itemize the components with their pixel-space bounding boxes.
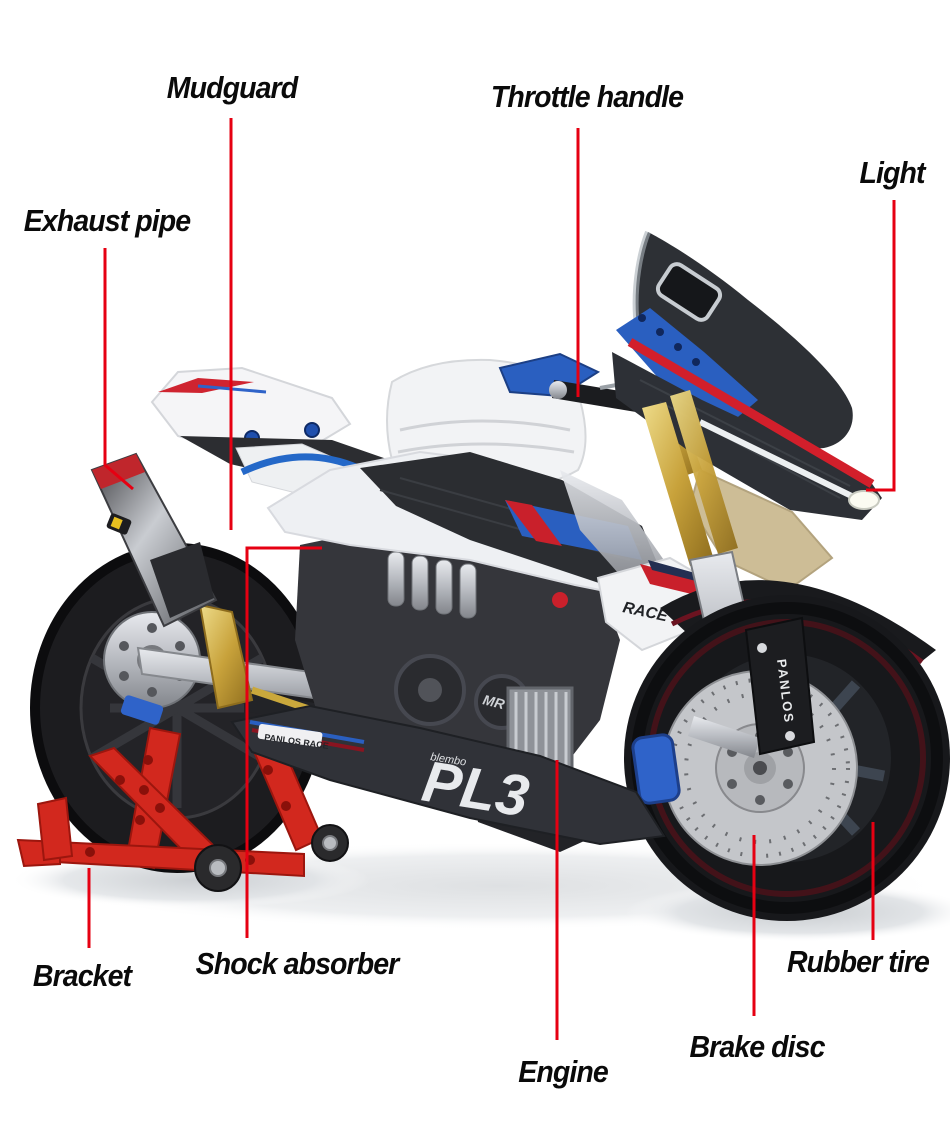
callout-line-shock-absorber: [245, 546, 322, 938]
rear-caliper: [120, 695, 164, 725]
mr-decal: MR: [481, 691, 507, 712]
fork-guard: PANLOS: [744, 616, 816, 756]
label-engine: Engine: [518, 1054, 608, 1089]
exhaust-pipe-part: [90, 452, 218, 628]
dashboard: [655, 262, 723, 322]
label-mudguard: Mudguard: [166, 70, 298, 105]
paddock-stand: [16, 726, 349, 892]
label-throttle-handle: Throttle handle: [490, 79, 684, 114]
front-caliper: [631, 733, 681, 805]
front-wheel: [624, 595, 950, 921]
callout-line-light: [866, 200, 896, 492]
label-rubber-tire: Rubber tire: [786, 944, 930, 979]
callout-line-exhaust-pipe: [103, 248, 134, 491]
headlight: [848, 490, 880, 510]
label-brake-disc: Brake disc: [689, 1029, 825, 1064]
blembo-decal: blembo: [430, 751, 468, 768]
front-fairing: [612, 230, 882, 592]
side-fairing: [266, 450, 682, 600]
callout-lines: [87, 118, 896, 1040]
label-bracket: Bracket: [32, 958, 132, 993]
shock-linkage: [198, 603, 254, 710]
label-exhaust-pipe: Exhaust pipe: [23, 203, 191, 238]
label-light: Light: [859, 155, 925, 190]
label-shock-absorber: Shock absorber: [195, 946, 400, 981]
